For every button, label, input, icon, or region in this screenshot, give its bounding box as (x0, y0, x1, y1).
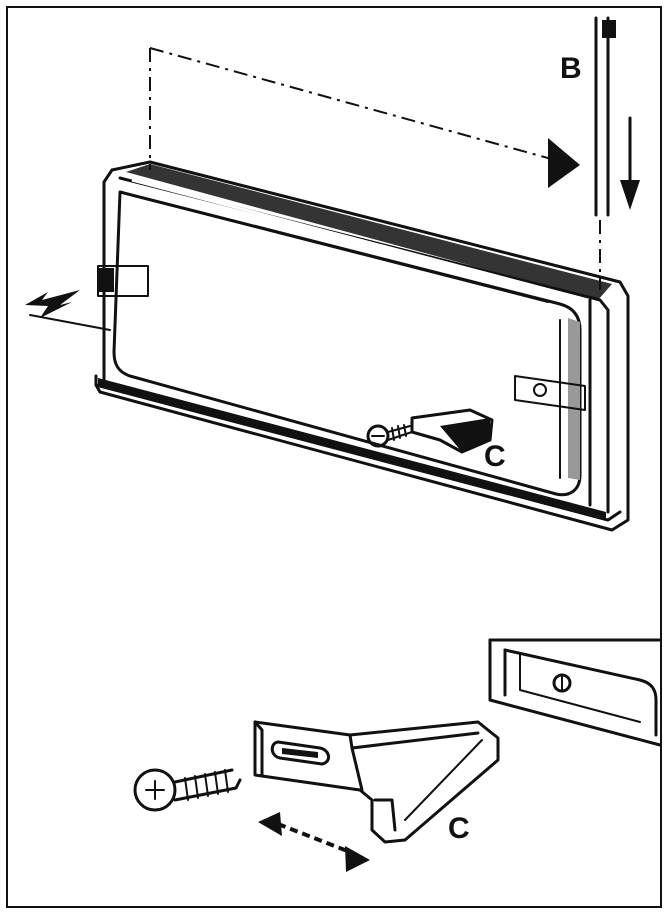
guide-line (149, 47, 556, 170)
screw-icon (366, 424, 413, 448)
label-detail-latch: C (448, 812, 470, 845)
diagram-frame (6, 6, 662, 908)
label-door-latch: C (484, 440, 506, 473)
door-latch (410, 408, 494, 454)
down-arrow-icon (620, 116, 640, 210)
lightning-icon (25, 290, 80, 318)
door-edge-detail (488, 638, 662, 747)
label-tool-b: B (560, 52, 582, 85)
detail-latch (253, 720, 500, 844)
door-panel (94, 160, 630, 532)
screw-icon (133, 768, 242, 812)
right-arrow-icon (548, 138, 580, 188)
double-arrow-icon (258, 812, 370, 872)
tool-b (594, 16, 616, 290)
